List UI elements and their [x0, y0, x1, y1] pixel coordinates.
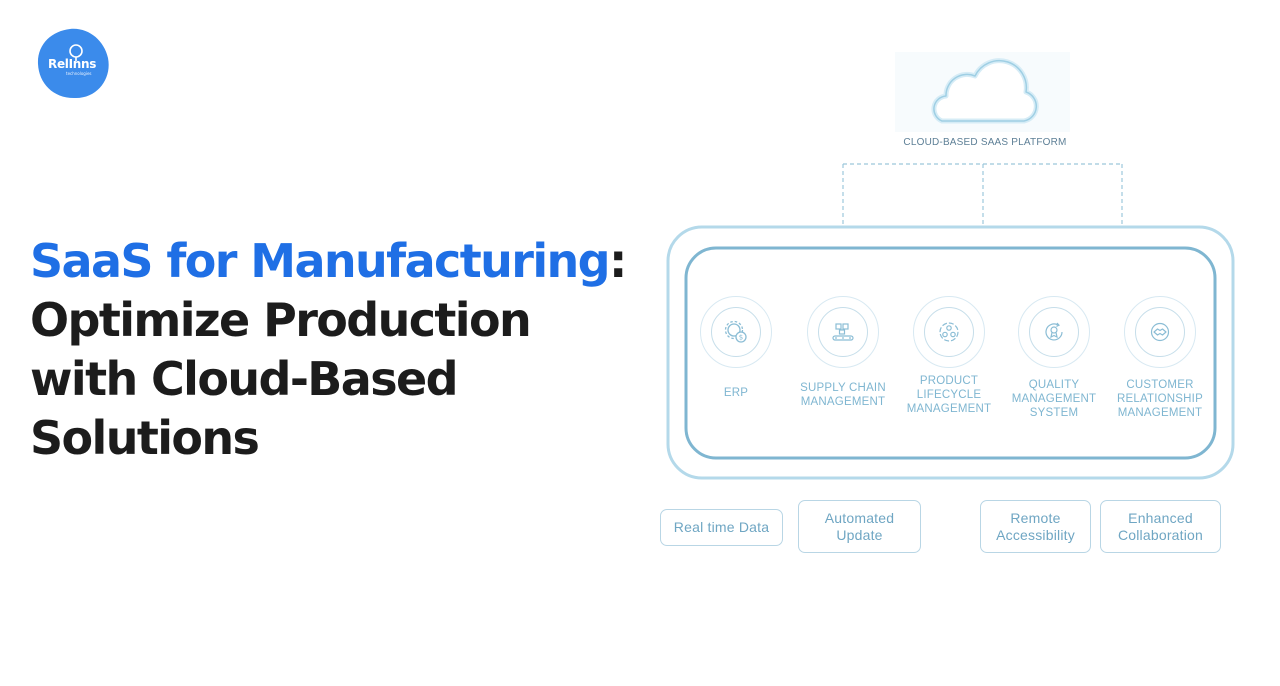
logo-tagline: technologies	[66, 71, 92, 76]
title-accent: SaaS for Manufacturing	[30, 234, 611, 288]
conveyor-icon	[832, 323, 854, 341]
handshake-icon	[1150, 322, 1170, 342]
relinns-logo[interactable]: RelInns technologies	[36, 26, 110, 100]
page-title: SaaS for Manufacturing: Optimize Product…	[30, 232, 650, 468]
module-label: ERP	[723, 387, 749, 399]
title-line-4: Solutions	[30, 411, 260, 465]
connector-lines	[842, 163, 1123, 226]
logo-wordmark: RelInns	[48, 57, 97, 71]
title-colon: :	[608, 234, 627, 288]
feature-real-time-data[interactable]: Real time Data	[660, 509, 783, 546]
quality-badge-icon	[1045, 322, 1063, 341]
logo-blob-icon	[37, 28, 109, 99]
gear-dollar-icon: $	[724, 320, 747, 343]
cloud-icon	[895, 52, 1070, 132]
platform-label: CLOUD-BASED SAAS PLATFORM	[903, 137, 1067, 148]
title-line-3: with Cloud-Based	[30, 352, 459, 406]
lifecycle-icon	[939, 322, 959, 342]
title-line-2: Optimize Production	[30, 293, 532, 347]
svg-text:$: $	[739, 334, 743, 342]
